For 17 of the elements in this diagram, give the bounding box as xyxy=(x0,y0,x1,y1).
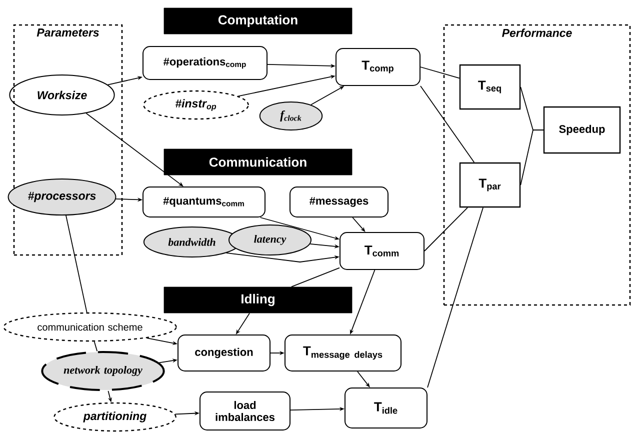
process-box: T$_{comm}$ xyxy=(340,232,424,270)
arrow xyxy=(352,217,366,232)
process-box: T$_{idle}$ xyxy=(344,388,428,428)
result-box: T$_{seq}$ xyxy=(459,64,521,110)
process-box: T$_{comp}$ xyxy=(336,48,420,86)
process-box: #quantums$_{comm}$ xyxy=(142,186,266,218)
arrow xyxy=(357,371,370,388)
section-banner: Communication xyxy=(164,148,352,176)
section-banner: Idling xyxy=(164,286,352,314)
process-box: #operations$_{comp}$ xyxy=(142,46,268,80)
result-box: T$_{par}$ xyxy=(459,162,521,208)
process-box: load imbalances xyxy=(200,392,290,430)
process-box: congestion xyxy=(178,334,270,372)
result-box: Speedup xyxy=(543,106,621,154)
process-box: $\text{T}_{\text{message delays}}$ xyxy=(284,334,402,372)
process-box: #messages xyxy=(290,186,388,218)
section-banner: Computation xyxy=(164,8,352,34)
